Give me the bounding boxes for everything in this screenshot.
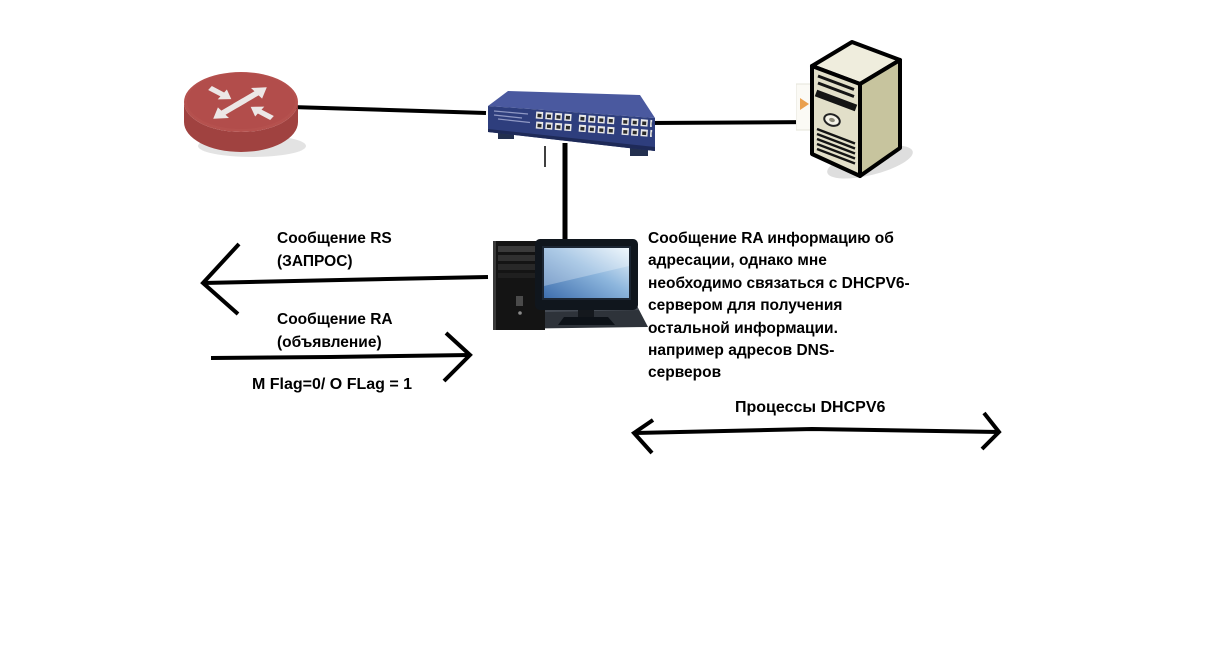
ra-message-label: Сообщение RA (объявление) (277, 308, 393, 354)
paragraph-line: остальной информации. (648, 319, 838, 337)
rs-message-label: Сообщение RS (ЗАПРОС) (277, 227, 392, 273)
cable-switch-server (647, 120, 819, 125)
server-tower-icon (796, 40, 913, 179)
router-icon (184, 72, 306, 157)
dhcpv6-double-arrow (630, 411, 1002, 455)
paragraph-line: например адресов DNS- (648, 342, 835, 360)
paragraph-line: необходимо связаться с DHCPV6- (648, 274, 910, 292)
desktop-computer-icon (493, 239, 648, 330)
rs-message-line2: (ЗАПРОС) (277, 253, 353, 270)
ra-message-line1: Сообщение RA (277, 311, 393, 328)
paragraph-line: сервером для получения (648, 297, 843, 315)
flags-label: M Flag=0/ O FLag = 1 (252, 376, 413, 393)
rs-arrow (200, 242, 489, 316)
ra-info-paragraph: Сообщение RA информацию об адресации, од… (648, 228, 910, 385)
cable-router-switch (290, 105, 487, 115)
ra-message-line2: (объявление) (277, 334, 382, 351)
ethernet-switch-icon (488, 91, 655, 156)
dhcpv6-process-label: Процессы DHCPV6 (735, 399, 886, 416)
paragraph-line: адресации, однако мне (648, 252, 827, 270)
ra-arrow (210, 331, 473, 383)
paragraph-line: серверов (648, 364, 722, 382)
orange-arrow-icon (800, 98, 809, 110)
rs-message-line1: Сообщение RS (277, 230, 392, 247)
paragraph-line: Сообщение RA информацию об (648, 230, 894, 247)
pc-monitor (535, 239, 638, 325)
